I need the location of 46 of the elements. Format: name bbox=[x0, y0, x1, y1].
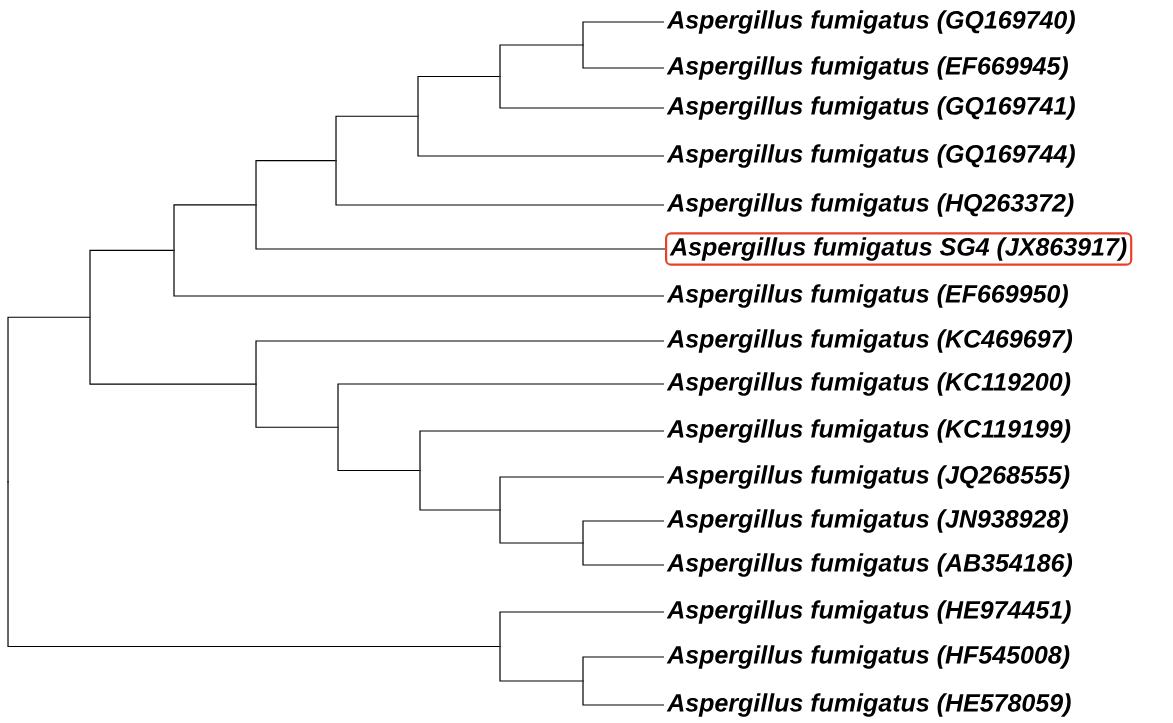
taxon-label: Aspergillus fumigatus (GQ169741) bbox=[666, 96, 1075, 120]
taxon-label: Aspergillus fumigatus (JN938928) bbox=[666, 509, 1068, 533]
tree-branch bbox=[7, 481, 500, 648]
tree-branch bbox=[255, 383, 338, 428]
tree-branch bbox=[499, 44, 583, 78]
tree-branch bbox=[337, 383, 665, 428]
tree-branch bbox=[499, 509, 583, 544]
tree-branch bbox=[499, 75, 665, 109]
tree-branch bbox=[337, 426, 420, 472]
tree-branch bbox=[582, 680, 665, 706]
tree-branch bbox=[582, 542, 665, 566]
tree-branch bbox=[582, 44, 665, 69]
taxon-label: Aspergillus fumigatus (EF669950) bbox=[666, 284, 1068, 308]
tree-branch bbox=[89, 249, 174, 318]
tree-branch bbox=[499, 645, 583, 682]
taxon-label: Aspergillus fumigatus (HF545008) bbox=[666, 645, 1070, 669]
tree-branch bbox=[499, 611, 665, 648]
tree-branch bbox=[255, 340, 665, 385]
tree-branch bbox=[173, 249, 665, 297]
tree-branch bbox=[255, 204, 666, 250]
tree-branch bbox=[419, 469, 500, 511]
taxon-label: Aspergillus fumigatus (HE974451) bbox=[666, 600, 1071, 624]
tree-branch bbox=[417, 75, 500, 117]
taxon-label: Aspergillus fumigatus (KC469697) bbox=[666, 329, 1073, 353]
taxon-label: Aspergillus fumigatus (GQ169740) bbox=[666, 10, 1075, 34]
tree-branch bbox=[582, 520, 665, 544]
tree-branch bbox=[417, 115, 665, 157]
tree-branch bbox=[419, 430, 665, 472]
tree-branch bbox=[89, 316, 256, 385]
tree-branch bbox=[255, 160, 336, 206]
tree-branch bbox=[335, 160, 665, 206]
taxon-label: Aspergillus fumigatus (KC119200) bbox=[666, 372, 1071, 396]
taxon-label: Aspergillus fumigatus (AB354186) bbox=[666, 553, 1073, 577]
taxon-label: Aspergillus fumigatus (GQ169744) bbox=[666, 144, 1075, 168]
tree-branch bbox=[582, 656, 665, 682]
tree-branch bbox=[582, 21, 665, 46]
taxon-label: Aspergillus fumigatus (KC119199) bbox=[666, 419, 1071, 443]
highlighted-taxon-label: Aspergillus fumigatus SG4 (JX863917) bbox=[665, 232, 1133, 266]
taxon-label: Aspergillus fumigatus (HE578059) bbox=[666, 693, 1071, 717]
tree-branch bbox=[335, 115, 418, 162]
tree-branch bbox=[7, 316, 90, 483]
taxon-label: Aspergillus fumigatus (EF669945) bbox=[666, 56, 1068, 80]
tree-branch bbox=[173, 204, 256, 251]
taxon-label: Aspergillus fumigatus (HQ263372) bbox=[666, 193, 1074, 217]
taxon-label: Aspergillus fumigatus (JQ268555) bbox=[666, 465, 1070, 489]
tree-branch bbox=[499, 476, 665, 511]
